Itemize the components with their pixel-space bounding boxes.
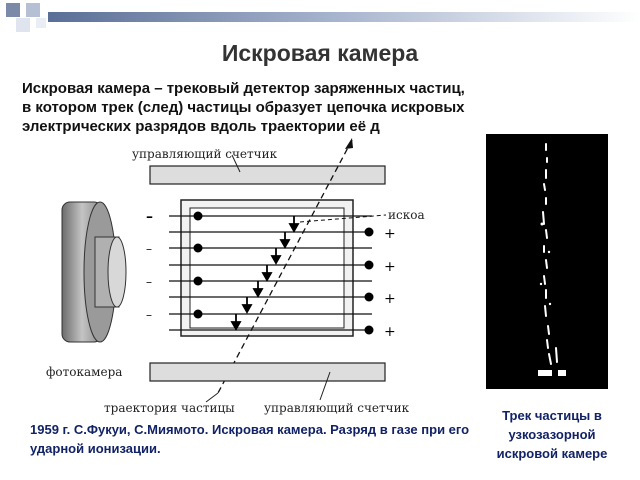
electrode-plates xyxy=(169,215,372,331)
trajectory-arrow xyxy=(345,138,353,149)
plus-sign-4: + xyxy=(384,324,396,340)
minus-sign-1: – xyxy=(146,209,153,225)
chamber-frame xyxy=(180,199,354,337)
intro-line-3: электрических разрядов вдоль траектории … xyxy=(22,118,380,135)
photo-camera xyxy=(61,201,127,343)
top-counter xyxy=(149,165,386,185)
particle-trajectory xyxy=(217,139,353,394)
label-counter-top: управляющий счетчик xyxy=(132,147,278,161)
label-counter-bottom: управляющий счетчик xyxy=(264,401,410,415)
spark-track-photo xyxy=(486,134,608,389)
intro-text: Искровая камера – трековый детектор заря… xyxy=(22,79,622,136)
discovery-caption: 1959 г. С.Фукуи, С.Миямото. Искровая кам… xyxy=(30,422,470,456)
label-camera: фотокамера xyxy=(46,365,122,379)
spark-track-image xyxy=(538,143,566,376)
header-decoration xyxy=(6,3,640,32)
photo-caption: Трек частицы в узкозазорной искровой кам… xyxy=(496,408,608,461)
plus-sign-1: + xyxy=(384,226,396,242)
spark-arrows xyxy=(230,216,300,331)
label-spark: искоа xyxy=(388,208,425,222)
label-trajectory: траектория частицы xyxy=(104,401,235,415)
plus-sign-3: + xyxy=(384,291,396,307)
minus-sign-4: – xyxy=(146,308,152,322)
minus-sign-3: – xyxy=(146,275,152,289)
terminal-dots xyxy=(193,211,374,335)
plus-sign-2: + xyxy=(384,259,396,275)
minus-sign-2: – xyxy=(146,242,152,256)
intro-line-1: Искровая камера – трековый детектор заря… xyxy=(22,80,465,97)
bottom-counter xyxy=(149,362,386,382)
slide-title: Искровая камера xyxy=(221,40,419,66)
intro-line-2: в котором трек (след) частицы образует ц… xyxy=(22,99,465,116)
